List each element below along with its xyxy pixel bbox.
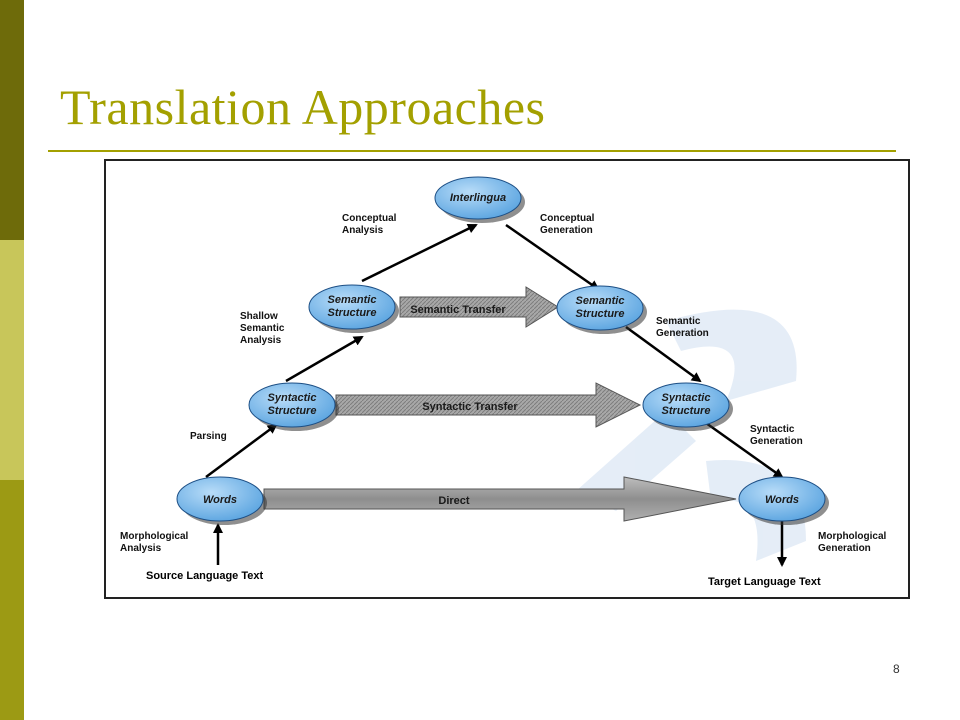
node-label-line2: Structure <box>576 308 625 320</box>
node-label-interlingua: Interlingua <box>450 192 506 204</box>
node-words-right: Words <box>738 476 829 525</box>
annotation-line1: Morphological <box>120 531 189 542</box>
arrow-conceptual-analysis <box>361 223 478 283</box>
node-label-line2: Structure <box>328 307 377 319</box>
annotation-line2: Generation <box>540 225 593 236</box>
annotation-line1: Syntactic <box>750 424 795 435</box>
node-syntactic-structure-left: Syntactic Structure <box>248 382 339 431</box>
node-syntactic-structure-right: Syntactic Structure <box>642 382 733 431</box>
annotation-line1: Conceptual <box>342 213 397 224</box>
node-label-line1: Semantic <box>576 295 625 307</box>
node-label-words-left: Words <box>203 494 237 506</box>
source-language-text-label: Source Language Text <box>146 570 263 582</box>
node-label-line1: Syntactic <box>268 392 317 404</box>
annotation-syntactic-generation: Syntactic Generation <box>750 424 803 447</box>
annotation-parsing-text: Parsing <box>190 431 227 442</box>
sidebar-segment-light <box>0 240 24 480</box>
annotation-line2: Generation <box>818 543 871 554</box>
annotation-morphological-generation: Morphological Generation <box>818 531 887 554</box>
node-semantic-structure-left: Semantic Structure <box>308 284 399 333</box>
target-language-text-label: Target Language Text <box>708 576 821 588</box>
annotation-line2: Analysis <box>120 543 162 554</box>
annotation-line1: Semantic <box>656 316 701 327</box>
band-label-syntactic-transfer: Syntactic Transfer <box>422 401 518 413</box>
sidebar-decoration <box>0 0 24 720</box>
arrow-parsing <box>205 423 278 479</box>
slide-title: Translation Approaches <box>60 79 546 135</box>
annotation-line1: Shallow <box>240 311 278 322</box>
annotation-conceptual-generation: Conceptual Generation <box>540 213 595 236</box>
annotation-line1: Conceptual <box>540 213 595 224</box>
node-label-line2: Structure <box>662 405 711 417</box>
title-underline <box>48 150 896 152</box>
node-words-left: Words <box>176 476 267 525</box>
node-label-words-right: Words <box>765 494 799 506</box>
annotation-conceptual-analysis: Conceptual Analysis <box>342 213 397 236</box>
node-semantic-structure-right: Semantic Structure <box>556 285 647 334</box>
node-label-line1: Syntactic <box>662 392 711 404</box>
arrow-semantic-generation <box>625 325 702 383</box>
annotation-line2: Generation <box>656 328 709 339</box>
annotation-line2: Analysis <box>342 225 384 236</box>
sidebar-segment-dark <box>0 0 24 240</box>
annotation-line3: Analysis <box>240 335 282 346</box>
band-direct: Direct <box>263 476 737 522</box>
arrow-syntactic-generation <box>705 421 784 479</box>
diagram-frame: Semantic Transfer Syntactic Transfer Dir… <box>104 159 910 599</box>
sidebar-segment-mid <box>0 480 24 720</box>
band-semantic-transfer: Semantic Transfer <box>399 286 559 328</box>
node-label-line2: Structure <box>268 405 317 417</box>
arrow-conceptual-generation <box>505 223 600 291</box>
band-label-direct: Direct <box>438 495 470 507</box>
pyramid-arrows <box>205 223 787 567</box>
annotation-morphological-analysis: Morphological Analysis <box>120 531 189 554</box>
band-label-semantic-transfer: Semantic Transfer <box>410 304 506 316</box>
node-interlingua: Interlingua <box>434 176 525 223</box>
arrow-shallow-semantic-analysis <box>285 335 364 383</box>
annotation-semantic-generation: Semantic Generation <box>656 316 709 339</box>
page-number: 8 <box>893 662 900 676</box>
annotation-line1: Morphological <box>818 531 887 542</box>
node-label-line1: Semantic <box>328 294 377 306</box>
annotation-line2: Semantic <box>240 323 285 334</box>
translation-pyramid-diagram: Semantic Transfer Syntactic Transfer Dir… <box>120 176 887 588</box>
band-syntactic-transfer: Syntactic Transfer <box>335 382 642 428</box>
annotation-parsing: Parsing <box>190 431 227 442</box>
annotation-line2: Generation <box>750 436 803 447</box>
annotation-shallow-semantic-analysis: Shallow Semantic Analysis <box>240 311 285 346</box>
